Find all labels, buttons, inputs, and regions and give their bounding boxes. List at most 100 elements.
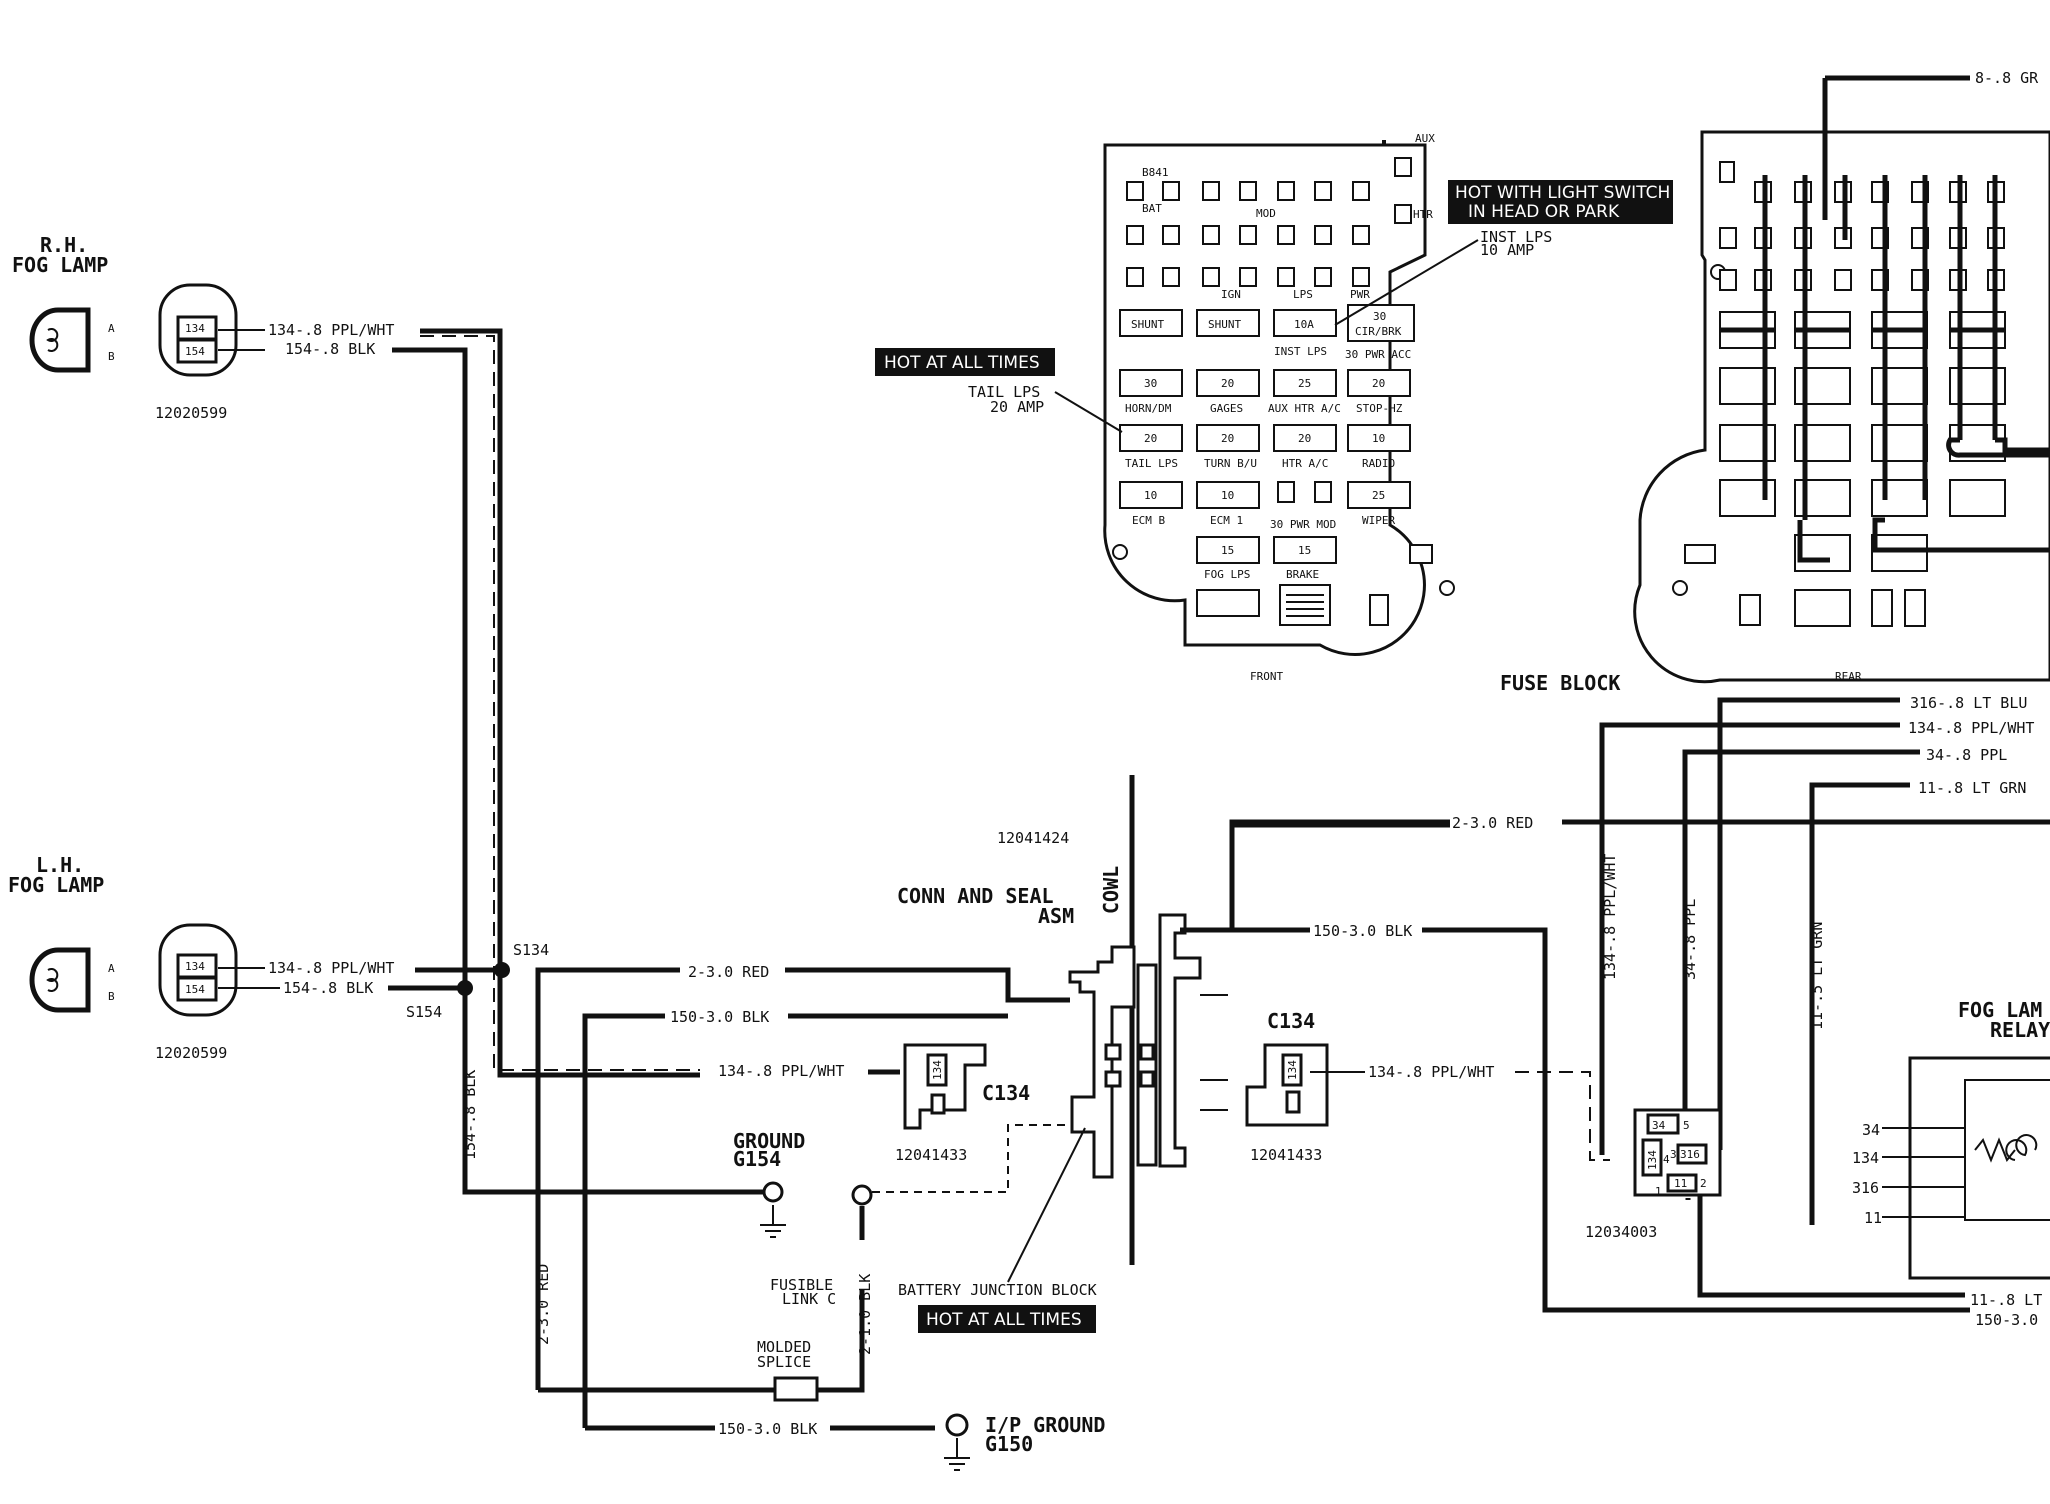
wire-label-154-rh: 154-.8 BLK [285,340,375,358]
fuse-gages-name: GAGES [1210,402,1243,415]
fuse-front-mount-hole-1 [1112,544,1128,560]
wire-label-134-rh: 134-.8 PPL/WHT [268,321,394,339]
c134-right-name: C134 [1267,1009,1315,1033]
fuse-ecm-b-value: 10 [1144,489,1157,502]
fuse-rear-mount-hole-2 [1672,580,1688,596]
cowl-label: COWL [1099,866,1123,914]
relay-pin-2: 2 [1700,1177,1707,1190]
conn-seal-body-left [1068,945,1136,1179]
fuse-wiper [1347,481,1411,509]
edge-label-11b: 11-.8 LT [1970,1291,2042,1309]
c134-right-slot [1285,1090,1301,1114]
wire-label-134-lh: 134-.8 PPL/WHT [268,959,394,977]
tail-lps-callout-1: TAIL LPS [968,383,1040,401]
fuse-turn-bu-value: 20 [1221,432,1234,445]
hot-light-switch-text-1: HOT WITH LIGHT SWITCH [1455,183,1670,203]
fuse-block-rear: REAR [1633,78,2050,684]
relay-cavity-11 [1666,1173,1698,1193]
wire-label-134-right: 134-.8 PPL/WHT [1368,1063,1494,1081]
fuse-wiper-value: 25 [1372,489,1385,502]
rh-fog-lamp-title-1: R.H. [40,233,88,257]
molded-splice-line1: MOLDED [757,1338,811,1356]
fuse-aux-htr-name: AUX HTR A/C [1268,402,1341,415]
fuse-brake-name: BRAKE [1286,568,1319,581]
cowl-connector-assembly: COWL 12041424 CONN AND SEAL ASM [897,775,1450,1265]
inst-lps-callout-1: INST LPS [1480,228,1552,246]
rh-cavity-154-label: 154 [185,345,205,358]
hot-light-switch-badge [1448,180,1673,224]
ground-g154-line1: GROUND [733,1129,805,1153]
lh-pin-b: B [108,990,115,1003]
relay-coil-frame [1964,1079,2050,1221]
edge-label-34: 34-.8 PPL [1926,746,2007,764]
fuse-ecm-1 [1196,481,1260,509]
hot-at-all-times-text: HOT AT ALL TIMES [884,353,1040,373]
conn-seal-cavity-1 [1104,1043,1122,1061]
splice-s134-label: S134 [513,941,549,959]
fuse-shunt-1-label: SHUNT [1131,318,1164,331]
fuse-shunt-2-label: SHUNT [1208,318,1241,331]
wire-label-154-lh: 154-.8 BLK [283,979,373,997]
battery-junction-label: BATTERY JUNCTION BLOCK [898,1281,1097,1299]
fuse-shunt-2 [1196,309,1260,337]
edge-label-316: 316-.8 LT BLU [1910,694,2027,712]
fuse-front-lps: LPS [1293,288,1313,301]
molded-splice-icon [773,1376,819,1402]
edge-label-150: 150-3.0 [1975,1311,2038,1329]
fuse-ecm-1-name: ECM 1 [1210,514,1243,527]
ground-g154-eyelet-icon [762,1181,784,1203]
lh-fog-lamp-bulb [29,947,91,1013]
fuse-aux-htr-value: 25 [1298,377,1311,390]
fuse-brake [1273,536,1337,564]
relay-cavity-11-label: 11 [1674,1177,1687,1190]
wire-label-134-mid: 134-.8 PPL/WHT [718,1062,844,1080]
relay-coil-icon [2005,1134,2038,1161]
fuse-block-rear-outline [1633,130,2050,684]
lh-fog-lamp-title-1: L.H. [36,853,84,877]
fuse-spare-1 [1196,589,1260,617]
fuse-ecm-1-value: 10 [1221,489,1234,502]
ground-g154: GROUND G154 [733,1129,805,1238]
fuse-front-bat: BAT [1142,202,1162,215]
wire-label-11-vert: 11-.5 LT GRN [1808,922,1826,1030]
relay-title-1: FOG LAM [1958,998,2042,1022]
fuse-pwr-mod-slot-1 [1277,481,1295,503]
lh-cavity-134-label: 134 [185,960,205,973]
edge-label-11: 11-.8 LT GRN [1918,779,2026,797]
fuse-horn-dm-name: HORN/DM [1125,402,1172,415]
relay-pin-4: 4 [1663,1153,1670,1166]
rh-fog-lamp: R.H. FOG LAMP A B 134 154 12020599 [12,233,238,422]
lh-fog-lamp-filament-icon [46,968,59,992]
fuse-front-mount-hole-2 [1439,580,1455,596]
conn-seal-part: 12041424 [997,829,1069,847]
fuse-cir-brk-name: CIR/BRK [1355,325,1402,338]
fuse-stop-hz-name: STOP-HZ [1356,402,1403,415]
wire-label-150-mid: 150-3.0 BLK [670,1008,769,1026]
edge-label-134: 134-.8 PPL/WHT [1908,719,2034,737]
fuse-shunt-1 [1119,309,1183,337]
relay-housing [1908,1056,2050,1280]
fuse-front-side-tab2: HTR [1413,208,1433,221]
fuse-turn-bu-name: TURN B/U [1204,457,1257,470]
fuse-aux-htr [1273,369,1337,397]
relay-pin-label-11: 11 [1864,1209,1882,1227]
wire-label-150-right: 150-3.0 BLK [1313,922,1412,940]
fuse-inst-lps [1273,309,1337,337]
ground-g154-line2: G154 [733,1147,781,1171]
fuse-front-terminal-grid [1126,181,1370,287]
c134-right-part: 12041433 [1250,1146,1322,1164]
edge-label-8: 8-.8 GR [1975,69,2039,87]
inst-lps-leader [1334,239,1479,326]
left-wiring: 134-.8 PPL/WHT 154-.8 BLK 134-.8 PPL/WHT… [218,321,1070,1438]
molded-splice-line2: SPLICE [757,1353,811,1371]
fuse-horn-dm [1119,369,1183,397]
fuse-rear-bus-bars [1720,78,2050,563]
hot-light-switch-text-2: IN HEAD OR PARK [1468,202,1620,222]
lh-cavity-154-label: 154 [185,983,205,996]
lh-fog-lamp: L.H. FOG LAMP A B 134 154 12020599 [8,853,238,1062]
rh-pin-a: A [108,322,115,335]
fusible-link-line1: FUSIBLE [770,1276,833,1294]
lh-fog-lamp-title-2: FOG LAMP [8,873,104,897]
fuse-turn-bu [1196,424,1260,452]
lh-cavity-154 [176,976,218,1002]
